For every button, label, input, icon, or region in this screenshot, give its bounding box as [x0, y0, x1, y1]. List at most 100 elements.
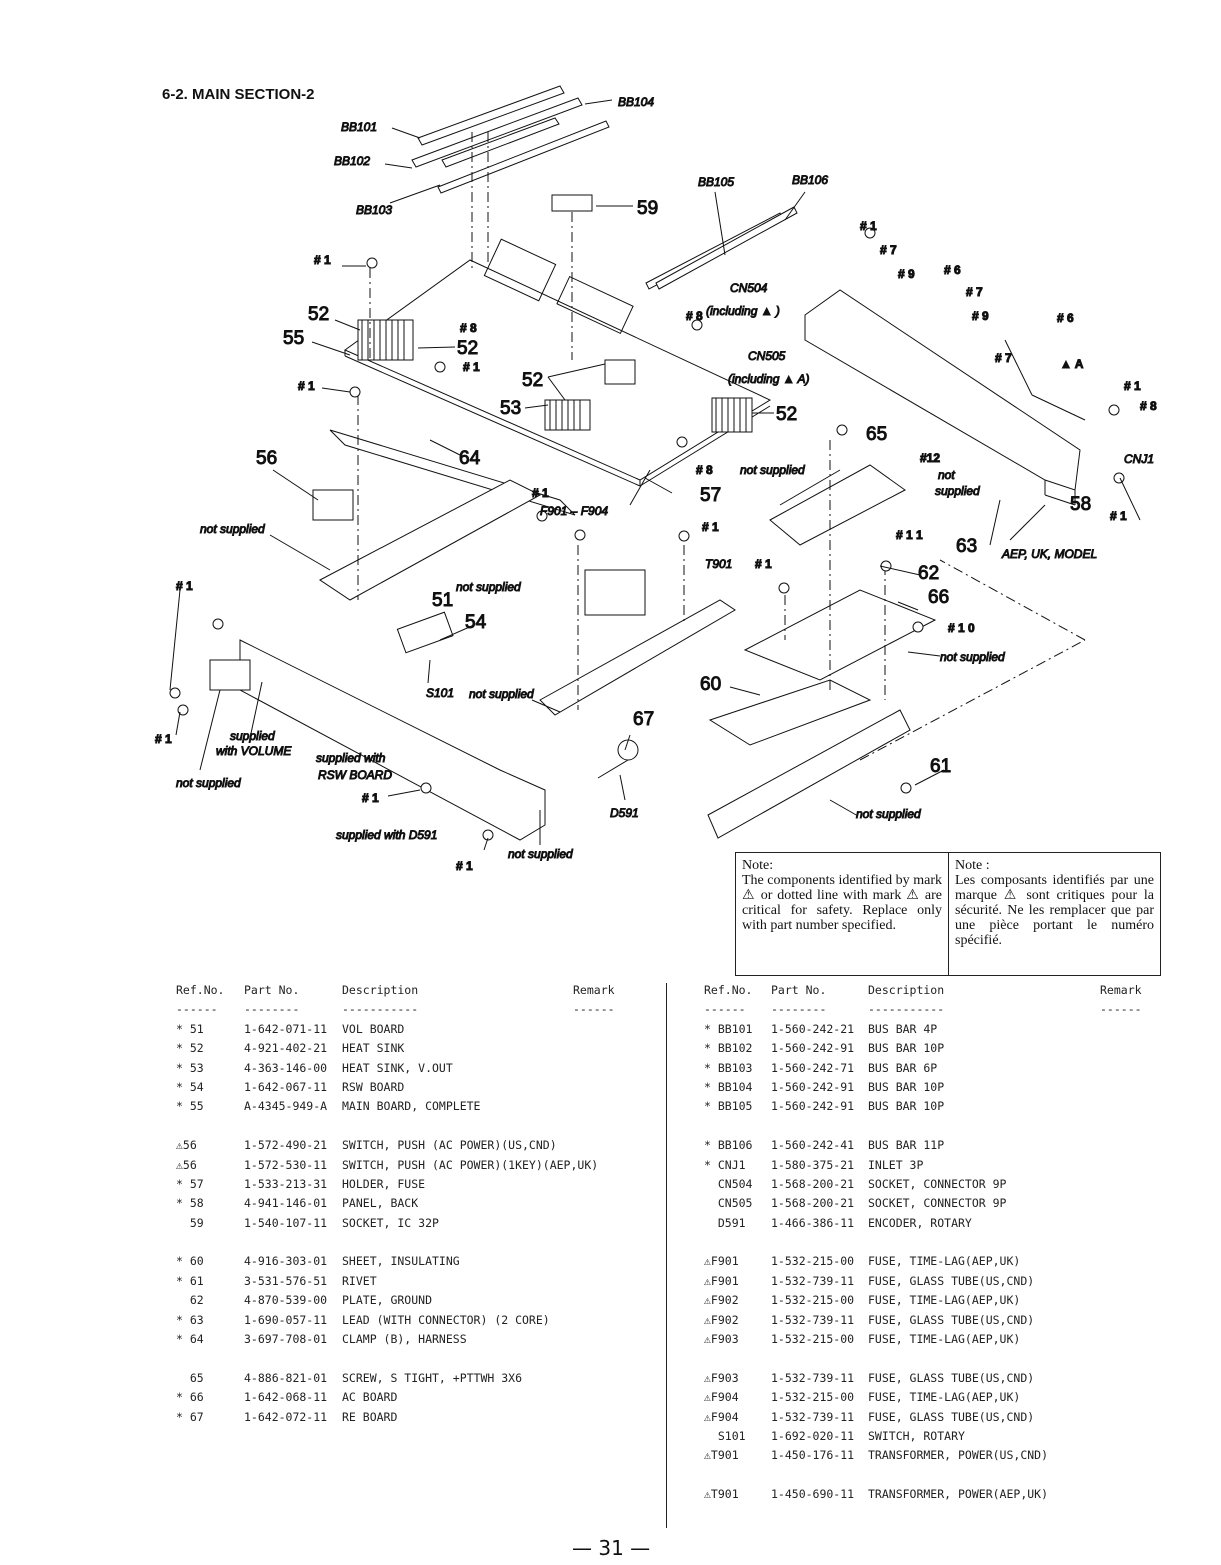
rule-remark: ------ — [1100, 1002, 1142, 1017]
label-hash12: #12 — [920, 451, 940, 465]
cell-part-no: 1-560-242-41 — [771, 1138, 855, 1153]
cell-ref: ⚠F904 — [704, 1409, 739, 1424]
label-cn504: CN504 — [730, 281, 768, 295]
cell-part-no: 1-560-242-91 — [771, 1041, 855, 1056]
exploded-view-diagram: BB104 BB101 BB102 BB103 BB105 BB106 59 #… — [155, 85, 1158, 874]
cell-description: TRANSFORMER, POWER(US,CND) — [868, 1448, 1049, 1463]
cell-ref: 62 — [176, 1293, 204, 1308]
cell-description: MAIN BOARD, COMPLETE — [342, 1099, 481, 1114]
label-hash8-c: # 8 — [1140, 399, 1157, 413]
cell-ref: 65 — [176, 1370, 204, 1385]
cell-part-no: 1-568-200-21 — [771, 1196, 855, 1211]
label-57: 57 — [700, 485, 721, 506]
label-hash1-f: # 1 — [532, 486, 549, 500]
cell-part-no: 4-870-539-00 — [244, 1293, 328, 1308]
header-ref: Ref.No. — [176, 983, 225, 997]
cell-ref: ⚠56 — [176, 1138, 197, 1153]
label-hash1-m: # 1 — [456, 859, 473, 873]
label-65: 65 — [866, 424, 887, 445]
label-hash9-b: # 9 — [972, 309, 989, 323]
cell-description: FUSE, TIME-LAG(AEP,UK) — [868, 1390, 1021, 1405]
back-panel-shape — [804, 289, 1081, 506]
cell-description: BUS BAR 10P — [868, 1079, 945, 1094]
cell-part-no: 1-642-067-11 — [244, 1079, 328, 1094]
label-64: 64 — [459, 448, 481, 469]
cell-ref: * BB103 — [704, 1060, 753, 1075]
parts-table-left: Ref.No. Part No. Description Remark ----… — [176, 983, 646, 1429]
label-hash1-i: # 1 — [755, 557, 772, 571]
label-55: 55 — [283, 328, 304, 349]
label-t901: T901 — [705, 557, 732, 571]
cell-part-no: 1-560-242-91 — [771, 1079, 855, 1094]
label-hash10: # 1 0 — [948, 621, 975, 635]
label-bb104: BB104 — [618, 95, 654, 109]
label-52-b: 52 — [457, 338, 478, 359]
table-row: * BB102 1-560-242-91 BUS BAR 10P — [704, 1041, 1154, 1060]
cell-description: SWITCH, PUSH (AC POWER)(1KEY)(AEP,UK) — [342, 1157, 599, 1172]
cell-description: BUS BAR 4P — [868, 1021, 938, 1036]
note-fr-title: Note : — [955, 858, 990, 873]
cell-description: BUS BAR 10P — [868, 1041, 945, 1056]
cell-part-no: 1-540-107-11 — [244, 1215, 328, 1230]
cell-part-no: 1-450-176-11 — [771, 1448, 855, 1463]
label-hash1-h: # 1 — [702, 520, 719, 534]
cell-ref: * 55 — [176, 1099, 204, 1114]
cell-description: HEAT SINK — [342, 1041, 405, 1056]
cell-part-no: 1-450-690-11 — [771, 1487, 855, 1502]
rule-ref: ------ — [176, 1002, 218, 1017]
cell-ref: CN505 — [704, 1196, 753, 1211]
group-spacer — [176, 1119, 646, 1138]
cell-part-no: 1-572-530-11 — [244, 1157, 328, 1172]
bus-bars — [411, 85, 798, 290]
group-spacer — [704, 1235, 1154, 1254]
label-hash7-c: # 7 — [995, 351, 1012, 365]
cell-ref: * BB102 — [704, 1041, 753, 1056]
cell-part-no: 4-921-402-21 — [244, 1041, 328, 1056]
cell-part-no: 1-642-068-11 — [244, 1390, 328, 1405]
cell-ref: * 63 — [176, 1312, 204, 1327]
cell-ref: ⚠F902 — [704, 1293, 739, 1308]
label-61: 61 — [930, 756, 951, 777]
column-divider — [666, 983, 667, 1528]
cell-ref: 59 — [176, 1215, 204, 1230]
cell-description: BUS BAR 6P — [868, 1060, 938, 1075]
label-bb103: BB103 — [356, 203, 392, 217]
cell-description: RE BOARD — [342, 1409, 398, 1424]
label-hash1-a: # 1 — [860, 219, 877, 233]
label-not-supplied-e: not supplied — [469, 687, 534, 701]
ic-socket-shape — [551, 194, 593, 212]
main-board-shape — [343, 238, 772, 487]
note-french: Note : Les composants identifiés par une… — [948, 853, 1160, 975]
label-56: 56 — [256, 448, 277, 469]
header-part: Part No. — [771, 983, 827, 997]
label-hash8-d: # 8 — [696, 463, 713, 477]
label-hash1-e: # 1 — [1124, 379, 1141, 393]
cell-description: HEAT SINK, V.OUT — [342, 1060, 453, 1075]
cell-ref: ⚠F904 — [704, 1390, 739, 1405]
cell-ref: * BB104 — [704, 1079, 753, 1094]
table-row: * BB104 1-560-242-91 BUS BAR 10P — [704, 1080, 1154, 1099]
cell-part-no: 1-568-200-21 — [771, 1176, 855, 1191]
cell-ref: * 52 — [176, 1041, 204, 1056]
label-hash1-b: # 1 — [314, 253, 331, 267]
cell-part-no: 1-532-215-00 — [771, 1390, 855, 1405]
cell-description: FUSE, TIME-LAG(AEP,UK) — [868, 1332, 1021, 1347]
chassis-brackets — [239, 429, 911, 841]
rule-desc: ----------- — [868, 1002, 945, 1017]
cell-description: TRANSFORMER, POWER(AEP,UK) — [868, 1487, 1049, 1502]
